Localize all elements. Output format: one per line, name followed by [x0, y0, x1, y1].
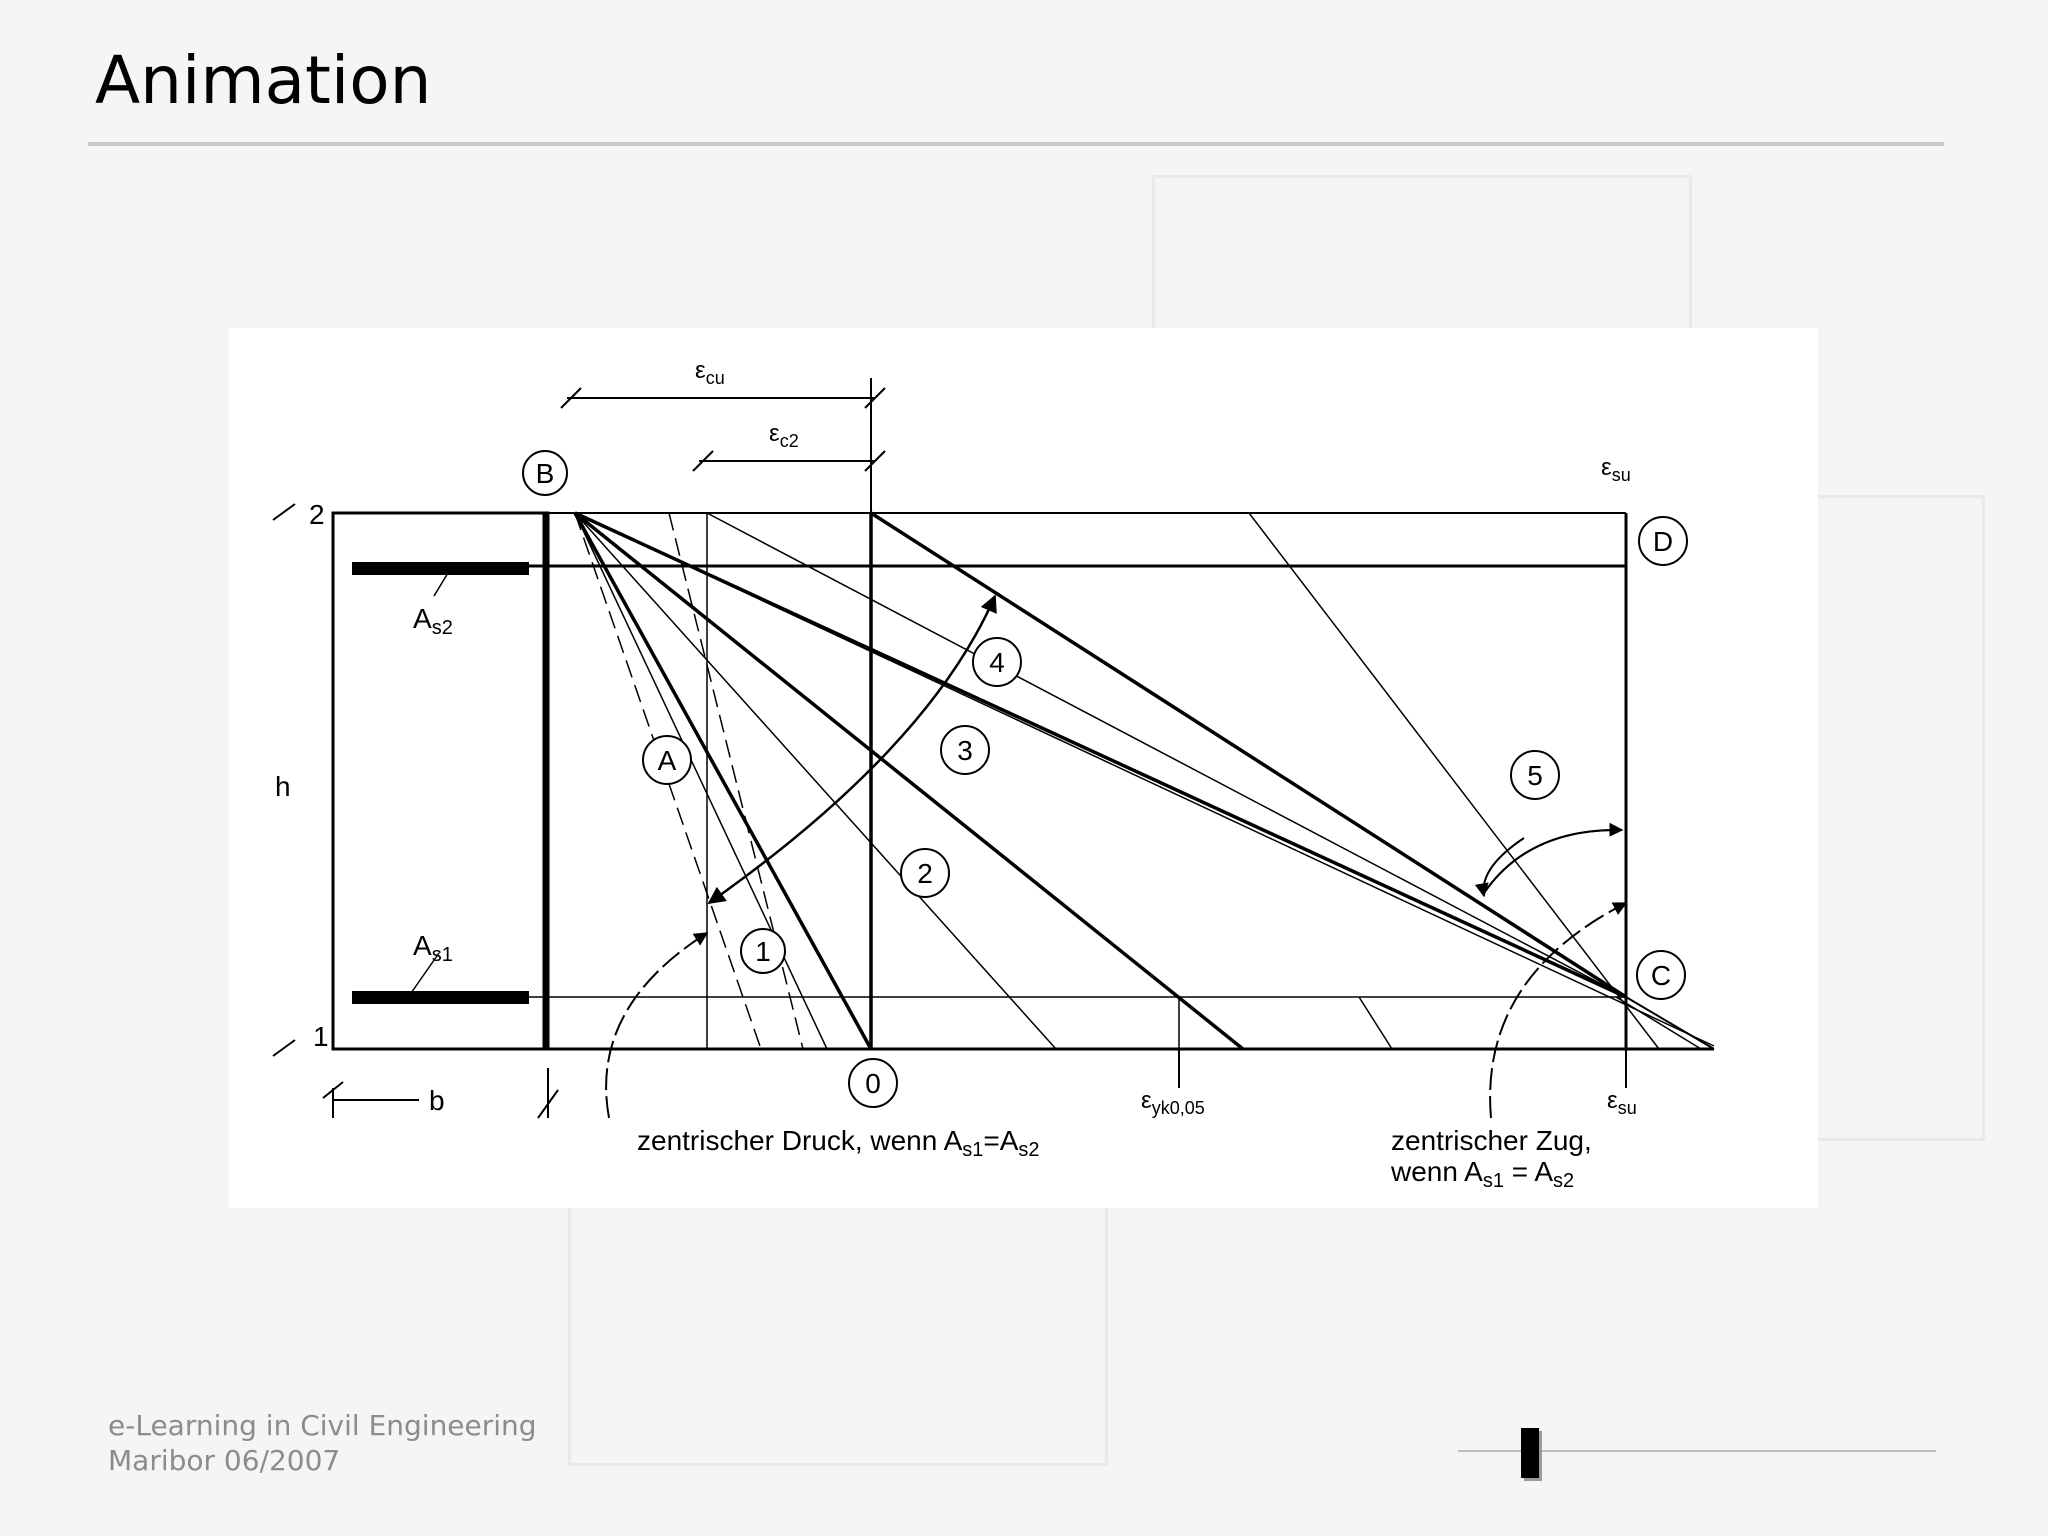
height-label: h	[275, 771, 291, 802]
point-0-circle	[848, 1058, 898, 1108]
fiber-top-label: 2	[309, 499, 325, 530]
eps-c2-label: εc2	[769, 420, 799, 451]
zone-2-circle	[900, 848, 950, 898]
druck-annotation: zentrischer Druck, wenn As1=As2	[637, 1125, 1040, 1161]
eps-su-top-label: εsu	[1601, 454, 1631, 485]
zone-4-circle	[972, 637, 1022, 687]
fiber-bottom-label: 1	[313, 1021, 329, 1052]
strain-diagram: B D A C 0 1 2 3 4 5 2 1 h b As2 As1 εcu …	[229, 328, 1818, 1208]
title-divider	[88, 142, 1944, 146]
point-c-label: C	[1651, 960, 1671, 991]
point-0-label: 0	[865, 1068, 881, 1099]
strain-diagram-svg: B D A C 0 1 2 3 4 5 2 1 h b As2 As1 εcu …	[272, 357, 1715, 1192]
progress-thumb[interactable]	[1520, 1428, 1539, 1478]
as2-label: As2	[413, 603, 453, 639]
zug-annotation-line2: wenn As1 = As2	[1390, 1156, 1574, 1192]
reinforcement-as2	[352, 562, 529, 575]
cross-section-outline	[331, 511, 550, 1051]
as1-label: As1	[413, 930, 453, 966]
point-d-label: D	[1653, 526, 1673, 557]
width-label: b	[429, 1085, 445, 1116]
point-a-label: A	[658, 745, 677, 776]
zug-annotation-line1: zentrischer Zug,	[1391, 1125, 1592, 1156]
eps-yk-label: εyk0,05	[1141, 1087, 1205, 1118]
zone-1-circle	[740, 928, 786, 974]
point-d-circle	[1638, 516, 1688, 566]
background-panel	[1152, 175, 1692, 336]
point-b-circle	[522, 450, 568, 496]
point-a-circle	[642, 735, 692, 785]
eps-su-bottom-label: εsu	[1607, 1087, 1637, 1118]
zone-1-label: 1	[755, 936, 771, 967]
background-panel	[568, 1205, 1108, 1466]
zone-3-label: 3	[957, 735, 973, 766]
zone-5-circle	[1510, 750, 1560, 800]
zone-2-label: 2	[917, 858, 933, 889]
eps-cu-label: εcu	[695, 357, 725, 388]
point-c-circle	[1636, 950, 1686, 1000]
footer-line-1: e-Learning in Civil Engineering	[108, 1409, 537, 1442]
zone-5-label: 5	[1527, 760, 1543, 791]
background-panel	[1814, 495, 1985, 1141]
slide-title: Animation	[95, 42, 432, 119]
point-b-label: B	[536, 458, 555, 489]
zone-3-circle	[940, 725, 990, 775]
footer-line-2: Maribor 06/2007	[108, 1444, 341, 1477]
zone-4-label: 4	[989, 647, 1005, 678]
progress-track[interactable]	[1458, 1450, 1936, 1452]
footer: e-Learning in Civil Engineering Maribor …	[108, 1408, 537, 1478]
reinforcement-as1	[352, 991, 529, 1004]
